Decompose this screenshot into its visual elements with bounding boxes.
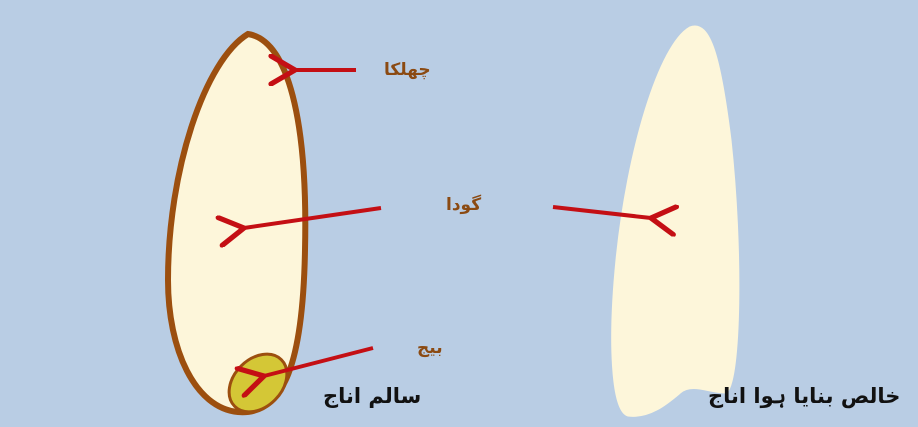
whole-grain-caption: سالم اناج [323,384,421,408]
refined-grain-caption: خالص بنایا ہوا اناج [708,384,900,408]
germ-label: بیج [417,338,443,358]
endosperm-label: گودا [446,195,481,215]
husk-label: چھلکا [384,60,431,80]
whole-grain [168,34,305,423]
refined-grain [613,27,738,415]
